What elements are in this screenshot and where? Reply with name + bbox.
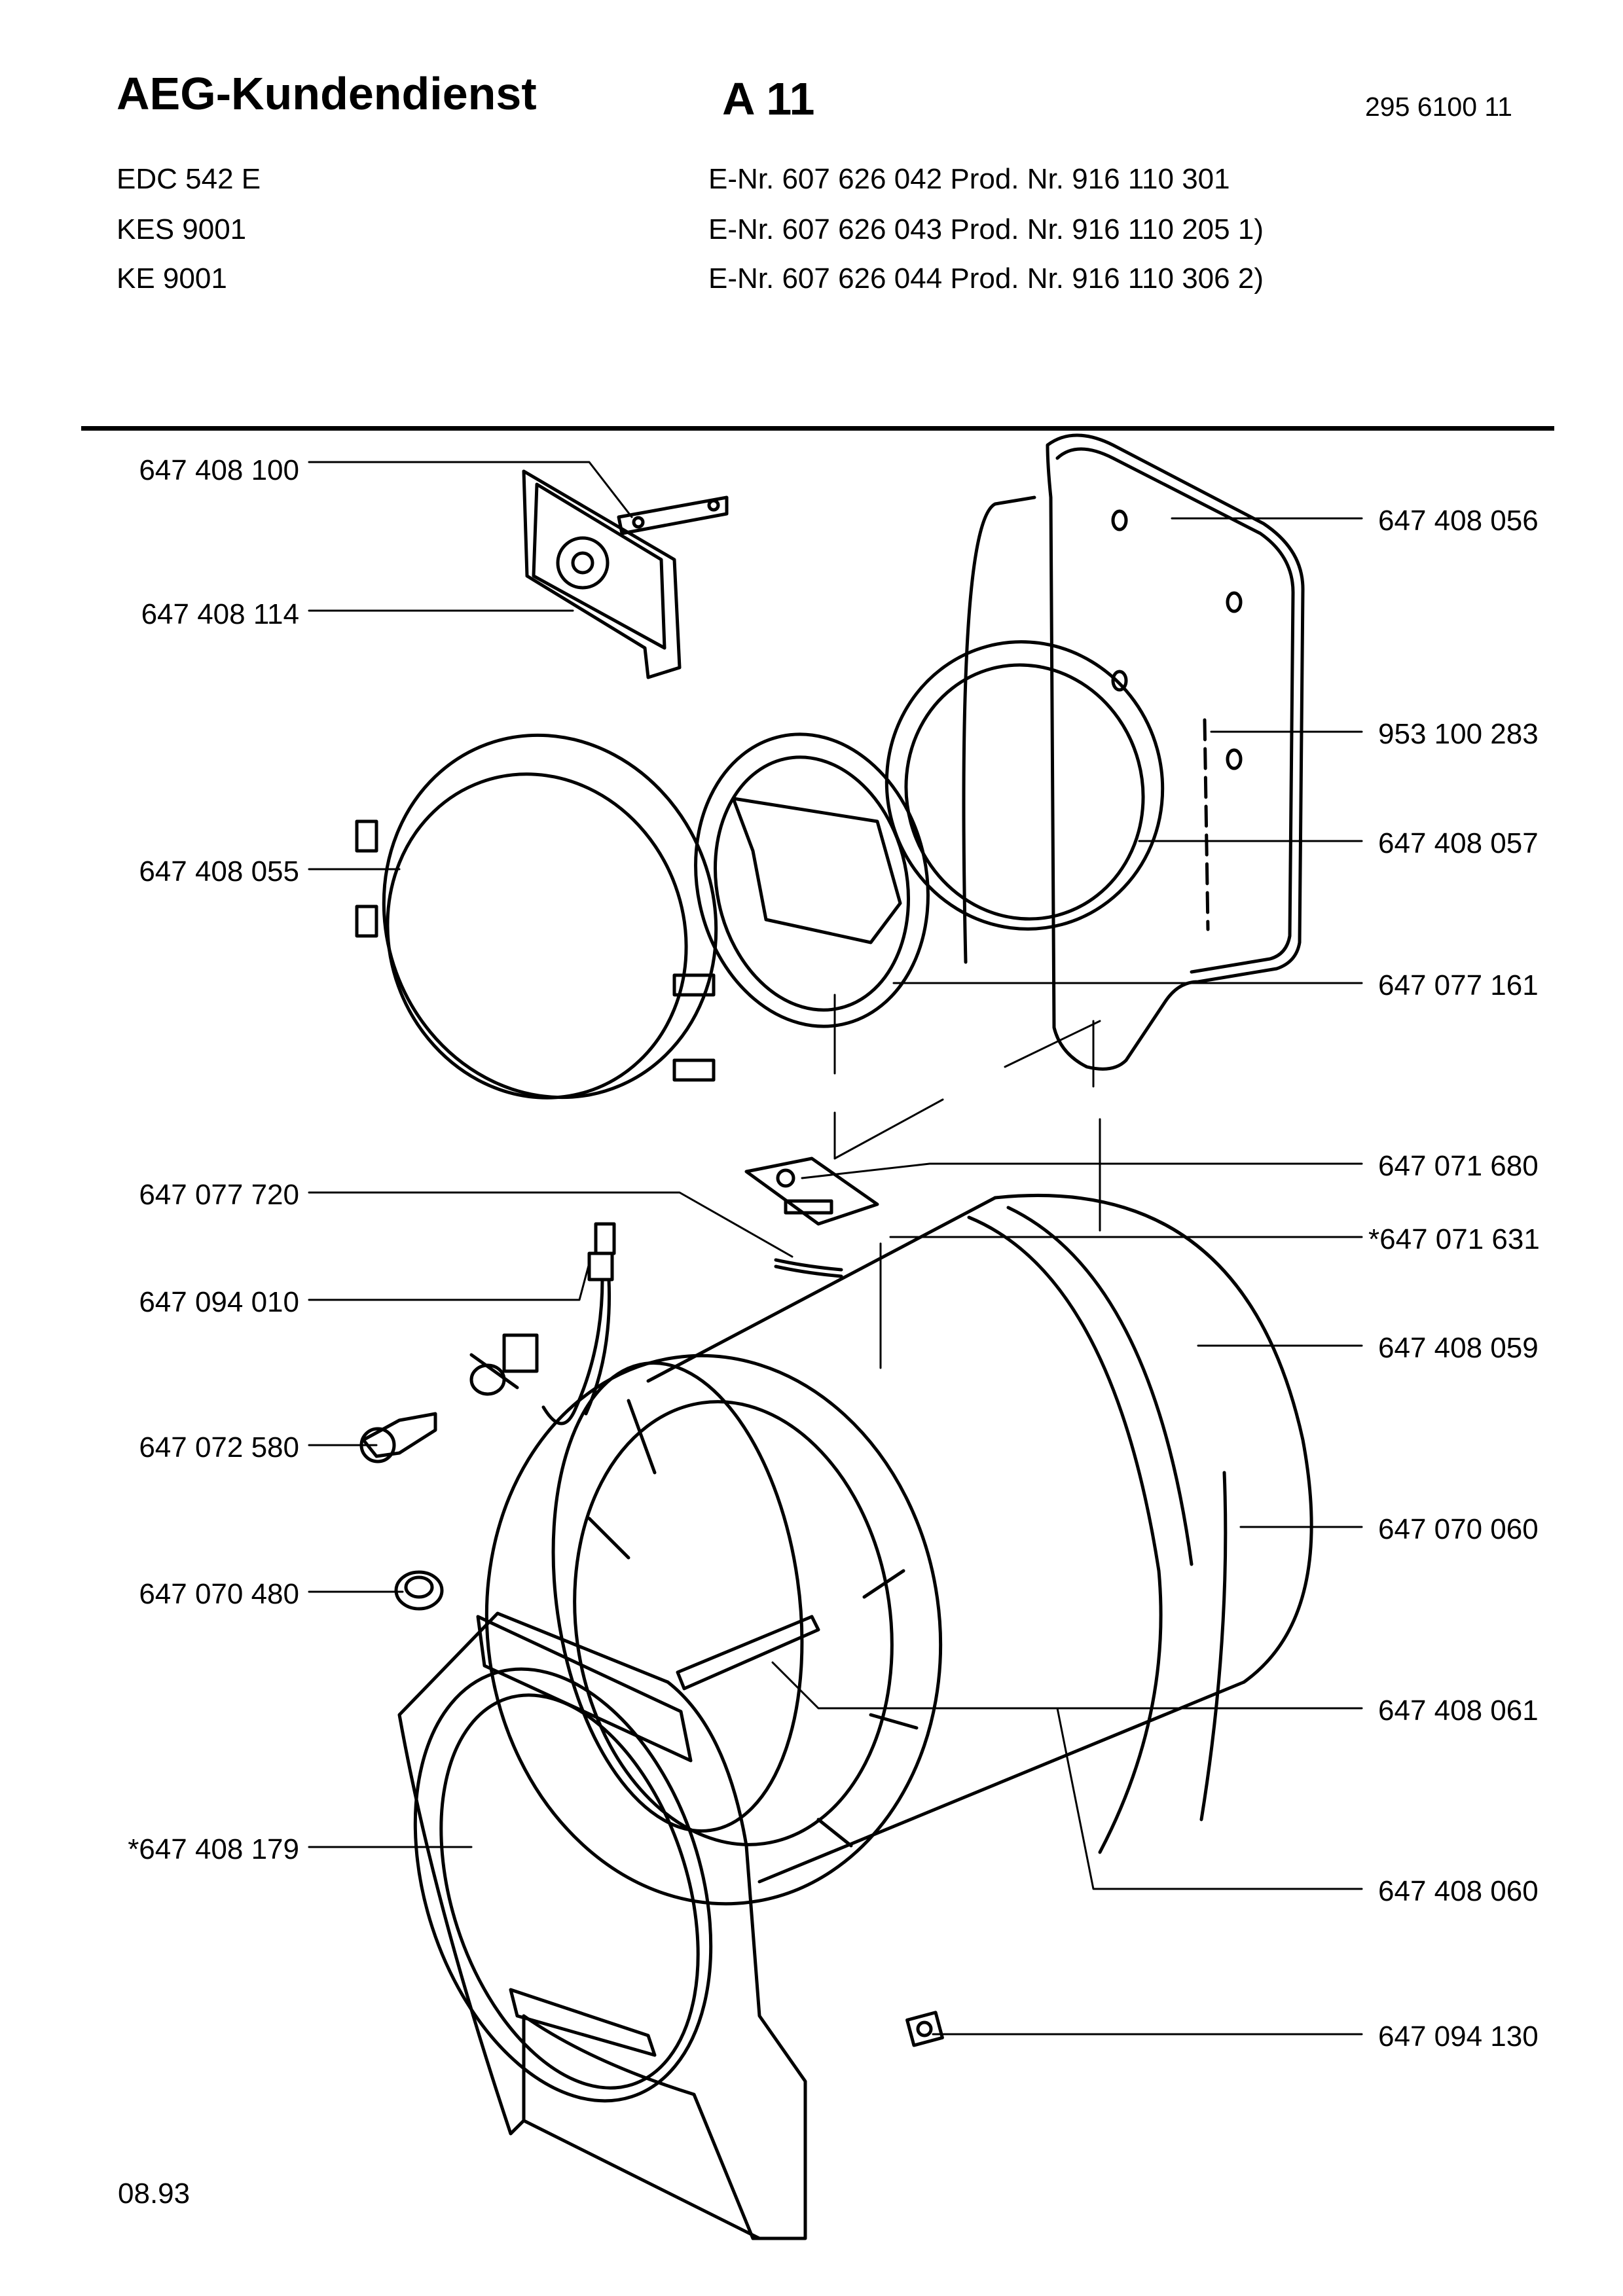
part-number-label: 647 408 060 (1378, 1875, 1539, 1907)
part-number-label: *647 408 179 (128, 1833, 299, 1865)
part-number-label: 647 408 056 (1378, 505, 1539, 537)
spring-clip (774, 1258, 843, 1278)
lamp-holder (359, 1412, 437, 1463)
front-frame (397, 1611, 807, 2240)
part-number-label: 647 077 720 (139, 1179, 299, 1211)
grommet (394, 1570, 444, 1611)
part-number-label: 647 408 114 (141, 598, 299, 630)
header-divider (81, 426, 1554, 431)
small-fitting (905, 2011, 944, 2047)
part-number-label: 647 408 057 (1378, 827, 1539, 859)
part-number-label: 647 071 680 (1378, 1150, 1539, 1182)
part-number-label: 647 408 061 (1378, 1695, 1539, 1727)
document-number: 295 6100 11 (1365, 92, 1512, 122)
part-number-label: 647 408 100 (139, 454, 299, 486)
model-name: KE 9001 (117, 262, 227, 295)
rear-seal-ring (884, 640, 1165, 931)
part-number-label: 647 408 055 (139, 855, 299, 888)
drum (484, 1194, 1313, 1906)
leader-lines-right (771, 517, 1363, 2036)
model-enr: E-Nr. 607 626 043 Prod. Nr. 916 110 205 … (708, 213, 1264, 245)
model-name: KES 9001 (117, 213, 247, 245)
sensor-plate (744, 1157, 879, 1226)
sheet-number: A 11 (722, 73, 815, 124)
part-number-label: 647 408 059 (1378, 1332, 1539, 1364)
part-number-label: 647 077 161 (1378, 969, 1539, 1001)
part-number-label: 647 094 130 (1378, 2020, 1539, 2053)
assembly-guides (833, 994, 1101, 1369)
part-number-label: 647 072 580 (139, 1431, 299, 1463)
front-seal-ring (355, 733, 718, 1100)
part-number-label: 647 070 060 (1378, 1513, 1539, 1545)
part-number-label: 647 070 480 (139, 1578, 299, 1610)
part-number-label: 953 100 283 (1378, 718, 1539, 750)
bearing-bracket (522, 469, 729, 679)
felt-ring (694, 732, 930, 1028)
model-name: EDC 542 E (117, 163, 261, 195)
model-enr: E-Nr. 607 626 042 Prod. Nr. 916 110 301 (708, 163, 1230, 195)
leader-lines-left (308, 461, 793, 1848)
brand-title: AEG-Kundendienst (117, 68, 537, 119)
rear-panel (962, 433, 1305, 1071)
revision-date: 08.93 (118, 2178, 191, 2210)
part-number-label: 647 094 010 (139, 1286, 299, 1318)
model-enr: E-Nr. 607 626 044 Prod. Nr. 916 110 306 … (708, 262, 1264, 295)
cable-harness (469, 1222, 616, 1426)
part-number-label: *647 071 631 (1368, 1223, 1540, 1255)
